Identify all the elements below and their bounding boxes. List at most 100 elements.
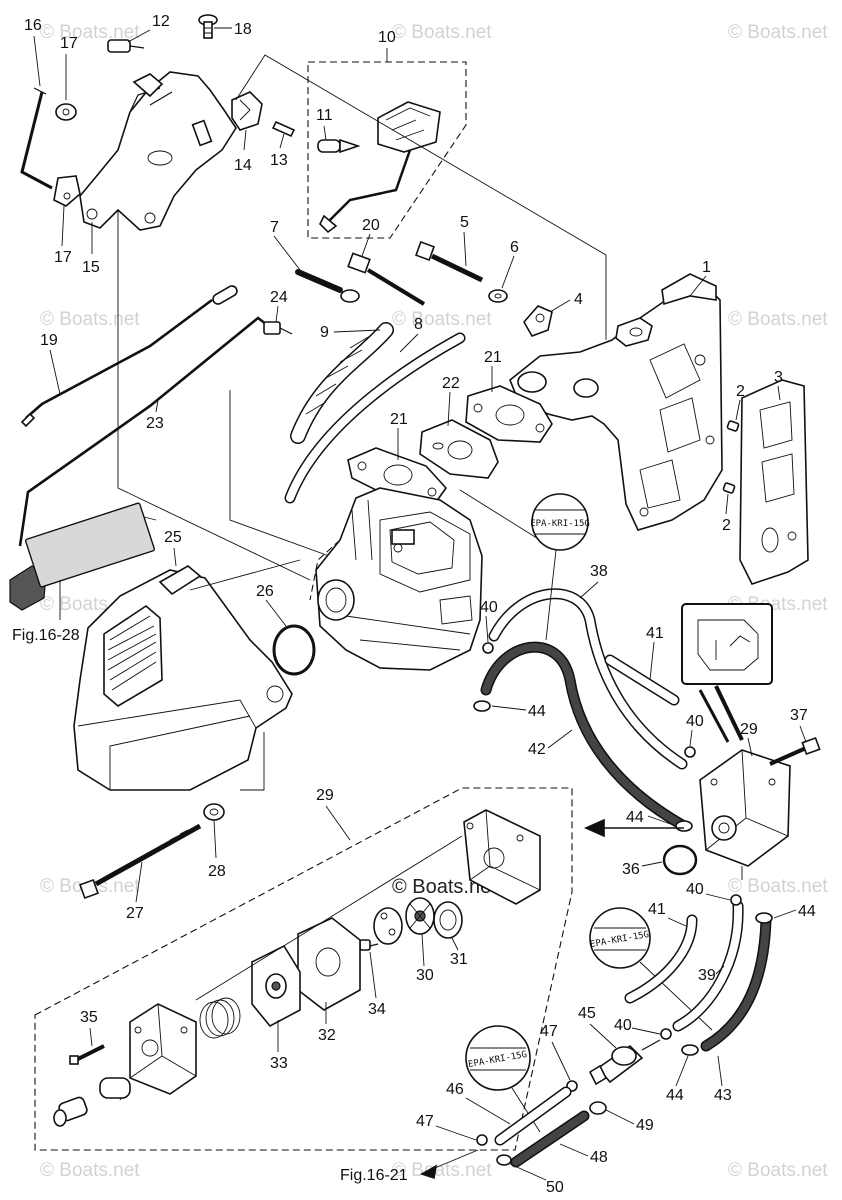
callout-33: 33 [270,1055,288,1072]
callout-22: 22 [442,375,460,392]
callout-45: 45 [578,1005,596,1022]
watermark: © Boats.net [40,22,140,43]
screw-35 [69,1044,105,1065]
fig-ref-16-21: Fig.16-21 [340,1167,408,1184]
hose-clamp-49 [589,1101,607,1115]
hose-41 [604,654,680,706]
watermark: © Boats.net [40,309,140,330]
leader-line [235,54,607,340]
callout-21: 21 [390,411,408,428]
callout-40: 40 [686,881,704,898]
callout-47: 47 [416,1113,434,1130]
choke-cable-19 [20,285,238,428]
callout-41: 41 [646,625,664,642]
callout-18: 18 [234,21,252,38]
callout-44: 44 [666,1087,684,1104]
rod-joint-17 [53,175,81,207]
throttle-cam-14 [231,91,263,131]
gasket-22 [419,419,499,479]
callout-38: 38 [590,563,608,580]
fig-arrow [420,1164,438,1180]
callout-29: 29 [740,721,758,738]
watermark: © Boats.net [728,309,828,330]
callout-27: 27 [126,905,144,922]
hose-clamp-44 [473,700,491,712]
callout-1: 1 [702,259,711,276]
screw-18 [198,14,218,39]
callout-28: 28 [208,863,226,880]
watermark: © Boats.net [392,22,492,43]
spring [199,997,241,1039]
fig-16-28-part [9,502,157,611]
clamp-4 [523,305,553,337]
leader-line [229,390,341,561]
rod-23 [18,316,267,547]
lever-part [132,73,164,98]
hose-clip-47 [476,1134,488,1146]
callout-25: 25 [164,529,182,546]
callout-labels: 1 2 2 3 4 5 6 7 8 9 10 11 12 13 14 15 16… [24,13,816,1196]
watermark: © Boats.net [392,309,492,330]
carburetor [309,487,483,671]
fig-ref-16-28: Fig.16-28 [12,627,80,644]
callout-11: 11 [316,107,333,124]
hose-48 [510,1110,590,1168]
group-box-10 [307,61,467,239]
hose-clip-40 [684,746,696,758]
epa-tag: EPA-KRI-15G [530,493,590,641]
primer-plunger [53,1096,88,1127]
callout-42: 42 [528,741,546,758]
epa-tag: EPA-KRI-15G [465,1025,541,1133]
primer-bulb-45 [588,1039,661,1086]
valve-body [373,907,403,945]
gasket-21 [465,385,553,443]
callout-43: 43 [714,1087,732,1104]
watermark: © Boats.net [728,876,828,897]
hose-42 [480,641,690,832]
leader-line [429,1149,479,1171]
valve-31 [433,901,463,939]
gasket-21 [347,447,448,503]
oring-36 [662,844,698,876]
screw-37 [769,736,821,766]
callout-49: 49 [636,1117,654,1134]
pin-13 [271,120,296,138]
callout-21: 21 [484,349,502,366]
diaphragm-33 [251,944,301,1028]
callout-16: 16 [24,17,42,34]
callout-36: 36 [622,861,640,878]
leader-line [195,835,463,1001]
hose-clamp-50 [496,1154,512,1166]
callout-2: 2 [736,383,745,400]
callout-23: 23 [146,415,164,432]
hose-9 [290,322,394,444]
callout-14: 14 [234,157,252,174]
intake-manifold-1 [509,273,723,531]
callout-30: 30 [416,967,434,984]
dowel-pin-2 [726,420,740,432]
screw-12 [107,39,145,53]
callout-29: 29 [316,787,334,804]
valve-plate-30 [405,897,435,935]
cable-tie-20 [347,252,426,306]
callout-32: 32 [318,1027,336,1044]
callout-40: 40 [480,599,498,616]
screw-34 [359,939,379,951]
callout-50: 50 [546,1179,564,1196]
callout-31: 31 [450,951,468,968]
callout-24: 24 [270,289,288,306]
callout-26: 26 [256,583,274,600]
hose-clamp-44 [675,820,693,832]
callout-48: 48 [590,1149,608,1166]
watermark: © Boats.net [728,1160,828,1181]
callout-2: 2 [722,517,731,534]
leader-line [240,732,265,791]
washer-28 [203,803,225,821]
hose-43 [700,914,772,1052]
callout-12: 12 [152,13,170,30]
callout-40: 40 [686,713,704,730]
inset-pointer [698,689,730,743]
callout-47: 47 [540,1023,558,1040]
throttle-bracket-15 [79,71,237,231]
